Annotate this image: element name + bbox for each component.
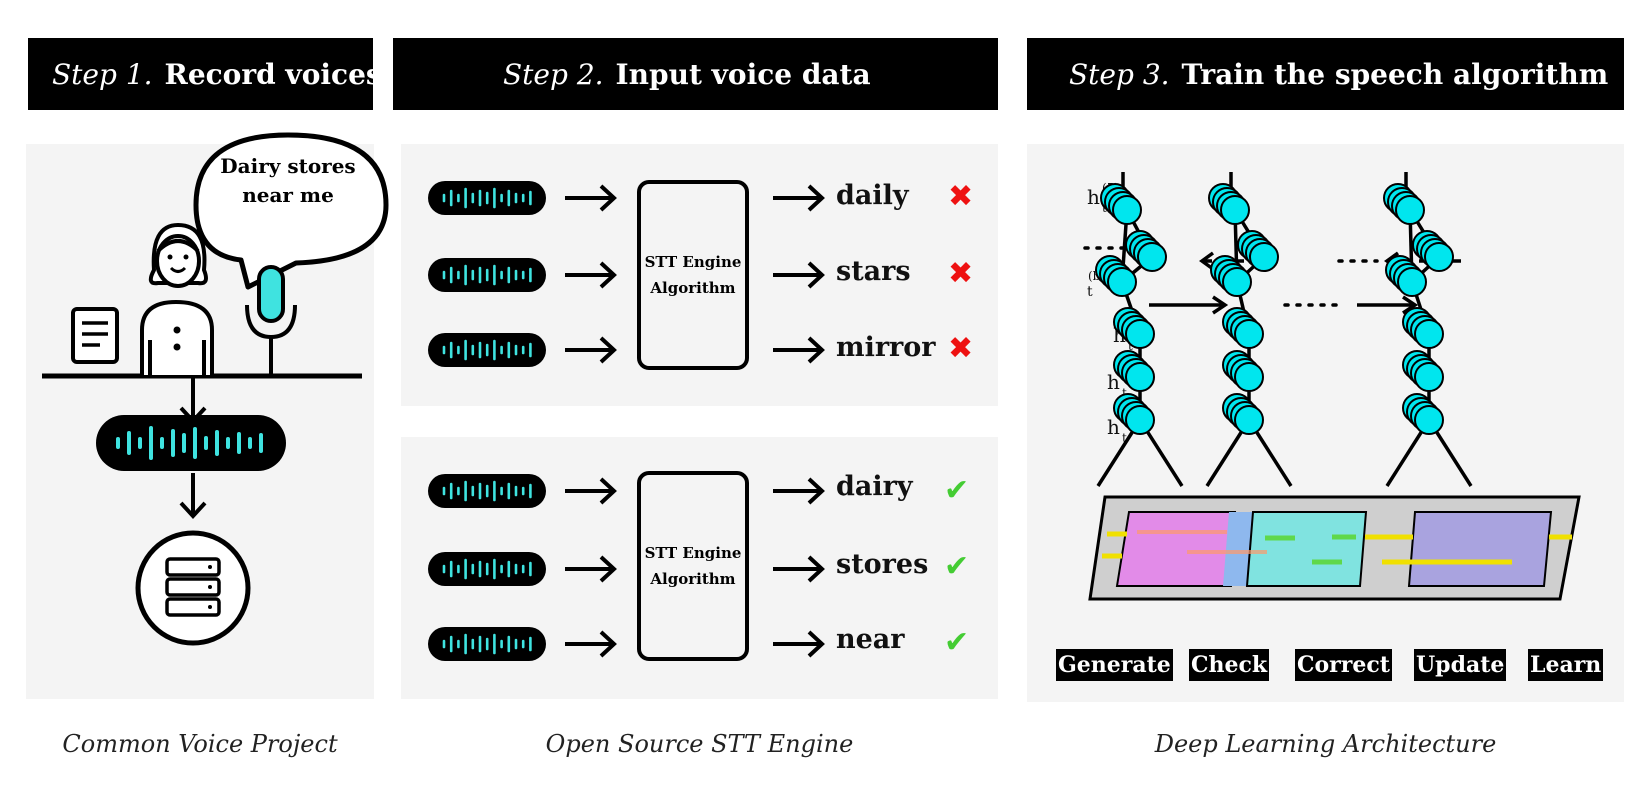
cross-icon: ✖ <box>948 331 974 366</box>
cross-icon: ✖ <box>948 179 974 214</box>
step1-header: Step 1. Record voices <box>28 38 382 110</box>
neuron-stack <box>1100 183 1142 225</box>
engine-label-line1: STT Engine <box>644 252 742 271</box>
wrong-output-word: daily <box>836 180 909 211</box>
document-icon <box>71 307 119 364</box>
svg-text:t: t <box>1087 284 1093 300</box>
neuron-stack <box>1208 183 1250 225</box>
sound-wave-icon <box>428 258 546 292</box>
neuron-stack <box>1125 230 1167 272</box>
stt-engine-box-right: STT Engine Algorithm <box>637 471 749 661</box>
wrong-output-word: stars <box>836 256 911 287</box>
engine-label-line2: Algorithm <box>650 279 736 297</box>
neural-network-diagram: ht(5) t(b) ht(b) ht(b) ht(b) <box>1083 172 1581 601</box>
speech-bubble-line1: Dairy stores <box>220 154 356 178</box>
neuron-stack <box>1383 183 1425 225</box>
speech-bubble <box>193 132 389 290</box>
step1-caption: Common Voice Project <box>62 730 338 758</box>
arrow-right-icon <box>563 184 824 658</box>
speech-bubble-text: Dairy stores near me <box>208 152 368 210</box>
neuron-stack <box>1095 255 1137 297</box>
wrong-output-word: mirror <box>836 332 936 363</box>
speech-bubble-line2: near me <box>242 183 334 207</box>
svg-text:h: h <box>1107 415 1120 439</box>
svg-text:h: h <box>1087 185 1100 209</box>
step3-number: Step 3. <box>1069 57 1170 91</box>
check-icon: ✔ <box>944 549 970 584</box>
spectrogram-platform <box>1088 495 1581 601</box>
right-output-word: near <box>836 624 905 655</box>
cross-icon: ✖ <box>948 256 974 291</box>
action-correct: Correct <box>1295 649 1392 681</box>
step2-header: Step 2. Input voice data <box>393 38 998 110</box>
nn-columns <box>1095 172 1473 487</box>
neuron-stack <box>1402 307 1444 349</box>
step3-header: Step 3. Train the speech algorithm <box>1027 38 1624 110</box>
step1-number: Step 1. <box>52 57 153 91</box>
action-learn: Learn <box>1528 649 1604 681</box>
svg-text:t: t <box>1128 339 1133 353</box>
step2-title: Input voice data <box>615 57 871 91</box>
step2-caption: Open Source STT Engine <box>545 730 854 758</box>
neuron-stack <box>1402 350 1444 392</box>
engine-label-line2: Algorithm <box>650 570 736 588</box>
step1-title: Record voices <box>164 57 382 91</box>
microphone-icon <box>245 265 297 375</box>
neuron-stack <box>1113 350 1155 392</box>
neuron-stack <box>1412 230 1454 272</box>
step3-title: Train the speech algorithm <box>1181 57 1609 91</box>
neuron-stack <box>1385 255 1427 297</box>
neuron-stack <box>1237 230 1279 272</box>
sound-wave-icon <box>428 552 546 586</box>
action-check: Check <box>1189 649 1270 681</box>
action-update: Update <box>1414 649 1507 681</box>
svg-text:t: t <box>1122 386 1127 400</box>
svg-text:t: t <box>1122 431 1127 445</box>
sound-wave-icon <box>428 474 546 508</box>
neuron-stack <box>1222 307 1264 349</box>
neuron-stack <box>1222 350 1264 392</box>
step3-caption: Deep Learning Architecture <box>1154 730 1497 758</box>
neuron-stack <box>1222 393 1264 435</box>
person-icon <box>140 223 214 375</box>
database-server-icon <box>135 530 251 646</box>
right-output-word: dairy <box>836 471 913 502</box>
neuron-stack <box>1402 393 1444 435</box>
svg-text:h: h <box>1107 370 1120 394</box>
neuron-stack <box>1210 255 1252 297</box>
sound-wave-icon <box>96 415 286 471</box>
neuron-stack <box>1113 307 1155 349</box>
right-output-word: stores <box>836 549 929 580</box>
sound-wave-icon <box>428 333 546 367</box>
action-generate: Generate <box>1056 649 1173 681</box>
neuron-stack <box>1113 393 1155 435</box>
stt-engine-box-wrong: STT Engine Algorithm <box>637 180 749 370</box>
check-icon: ✔ <box>944 625 970 660</box>
engine-label-line1: STT Engine <box>644 543 742 562</box>
step2-number: Step 2. <box>503 57 604 91</box>
sound-wave-icon <box>428 181 546 215</box>
sound-wave-icon <box>428 627 546 661</box>
step1-illustration <box>42 132 389 646</box>
check-icon: ✔ <box>944 473 970 508</box>
